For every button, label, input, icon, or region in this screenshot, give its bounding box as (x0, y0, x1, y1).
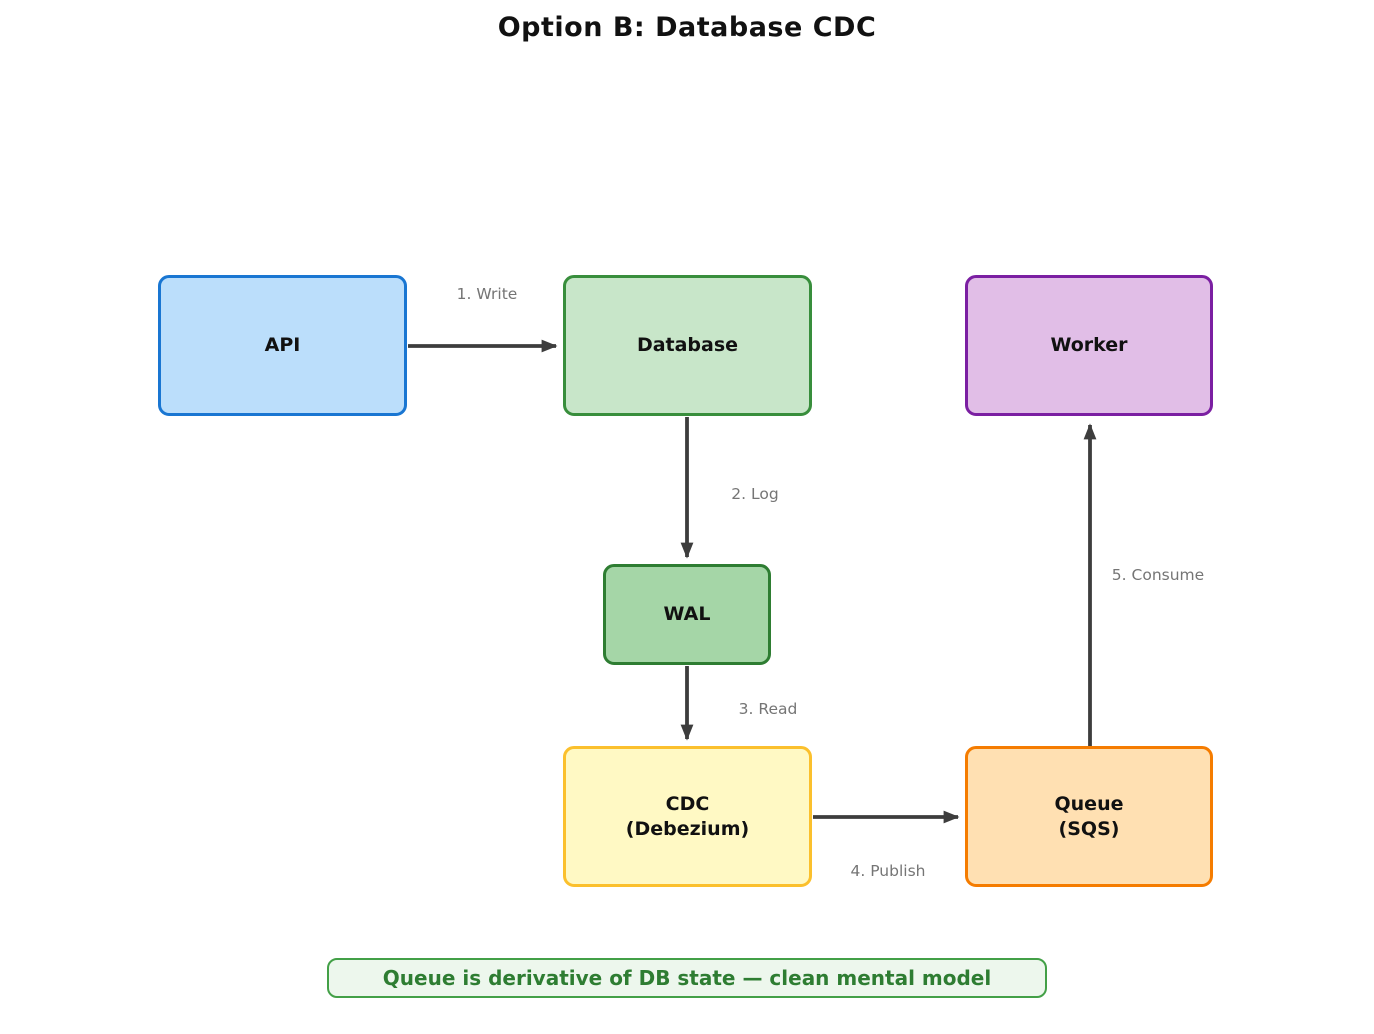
node-wal-label: WAL (663, 603, 711, 626)
node-cdc-label-line1: CDC (665, 793, 710, 816)
node-cdc: CDC (Debezium) (563, 746, 812, 887)
edge-label-write: 1. Write (456, 285, 518, 303)
node-api: API (158, 275, 407, 416)
node-database-label: Database (636, 334, 739, 357)
node-database: Database (563, 275, 812, 416)
node-queue: Queue (SQS) (965, 746, 1213, 887)
node-wal: WAL (603, 564, 771, 665)
edge-label-read: 3. Read (738, 700, 798, 718)
node-queue-label-line2: (SQS) (1058, 817, 1120, 840)
note-text: Queue is derivative of DB state — clean … (382, 966, 992, 990)
note-box: Queue is derivative of DB state — clean … (327, 958, 1047, 998)
node-worker: Worker (965, 275, 1213, 416)
node-cdc-label-line2: (Debezium) (625, 817, 750, 840)
edge-label-consume: 5. Consume (1111, 566, 1205, 584)
edge-label-publish: 4. Publish (850, 862, 926, 880)
edge-label-log: 2. Log (731, 485, 779, 503)
node-api-label: API (264, 334, 301, 357)
node-queue-label-line1: Queue (1054, 793, 1124, 816)
diagram-title: Option B: Database CDC (497, 12, 877, 43)
node-worker-label: Worker (1050, 334, 1128, 357)
